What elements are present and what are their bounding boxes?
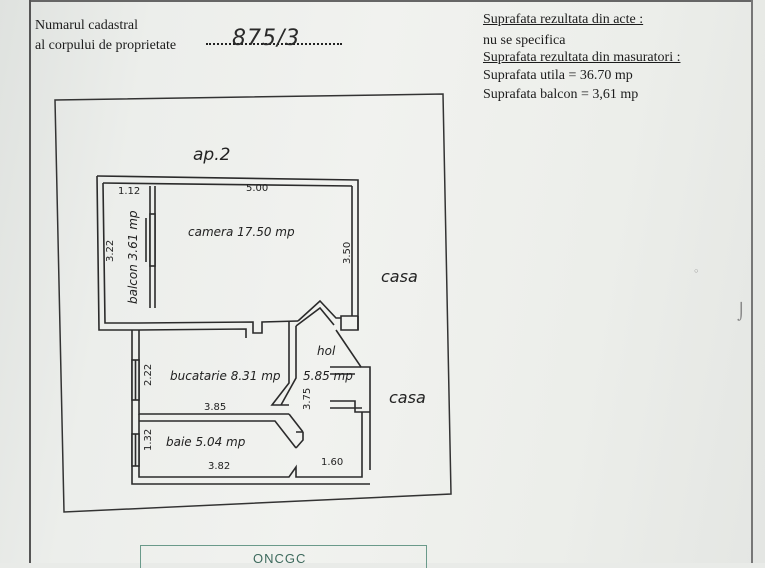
hol-right-door-bottom xyxy=(330,400,370,413)
cadastral-dotted-line xyxy=(206,43,342,45)
hol-right-door-top xyxy=(330,366,361,375)
baie-room-label: baie 5.04 mp xyxy=(166,435,246,449)
balcon-outer-wall xyxy=(96,175,139,331)
dim-camera-side: 3.50 xyxy=(342,242,353,264)
stamp-box: ONCGC xyxy=(140,545,427,568)
useful-surface-value: Suprafata utila = 36.70 mp xyxy=(483,68,633,83)
hol-area-label: 5.85 mp xyxy=(303,369,353,383)
dim-hol-bottom: 1.60 xyxy=(321,457,343,468)
bucatarie-hol-partition xyxy=(270,321,297,406)
dim-bucatarie-side: 2.22 xyxy=(143,364,154,386)
surface-acte-value: nu se specifica xyxy=(483,33,566,48)
frame-top-border xyxy=(29,0,753,2)
cadastral-number-value: 875/3 xyxy=(232,26,301,51)
building-outline xyxy=(54,93,452,513)
property-body-label: al corpului de proprietate xyxy=(35,38,177,53)
hol-right-wall xyxy=(335,329,371,470)
camera-room-label: camera 17.50 mp xyxy=(188,225,295,239)
pen-mark: ⌡ xyxy=(737,302,746,321)
dim-balcon-top: 1.12 xyxy=(118,186,140,197)
camera-inner-top-wall xyxy=(102,182,353,187)
dim-hol-side: 3.75 xyxy=(302,388,313,410)
frame-right-border xyxy=(751,0,753,563)
apartment-label: ap.2 xyxy=(193,145,230,165)
balcon-door xyxy=(149,213,156,267)
surface-acte-title: Suprafata rezultata din acte : xyxy=(483,12,644,27)
dim-camera-top: 5.00 xyxy=(246,183,268,194)
hol-room-label: hol xyxy=(317,344,336,358)
pen-mark: ◦ xyxy=(693,265,700,278)
baie-walls xyxy=(138,412,363,478)
frame-left-border xyxy=(29,0,31,563)
cadastral-number-label: Numarul cadastral xyxy=(35,18,139,33)
bucatarie-room-label: bucatarie 8.31 mp xyxy=(170,369,281,383)
neighbor-casa-lower: casa xyxy=(389,388,426,407)
dim-baie-bottom: 3.82 xyxy=(208,461,230,472)
dim-balcon-side: 3.22 xyxy=(105,240,116,262)
baie-top-wall xyxy=(139,420,297,449)
surface-measurements-title: Suprafata rezultata din masuratori : xyxy=(483,50,681,65)
camera-outer-wall xyxy=(96,175,359,316)
balcon-inner-wall xyxy=(102,182,139,324)
camera-bottom-wall xyxy=(138,320,299,334)
stamp-text: ONCGC xyxy=(253,551,307,566)
dim-baie-side: 1.32 xyxy=(143,429,154,451)
hol-diagonal-wall-inner xyxy=(295,306,335,327)
dim-bucatarie-bottom: 3.85 xyxy=(204,402,226,413)
bucatarie-top-wall xyxy=(138,328,247,338)
balcon-room-label: balcon 3.61 mp xyxy=(126,210,140,304)
neighbor-casa-upper: casa xyxy=(381,267,418,286)
hol-diagonal-wall xyxy=(297,299,341,322)
balcony-surface-value: Suprafata balcon = 3,61 mp xyxy=(483,87,639,102)
